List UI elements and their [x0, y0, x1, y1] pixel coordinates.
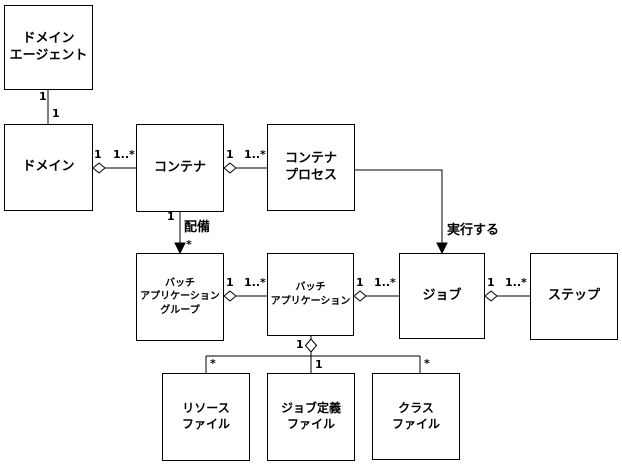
edge-execute: [355, 169, 443, 244]
class-label: アプリケーション: [140, 291, 220, 303]
multiplicity-label: 1..*: [244, 276, 266, 289]
multiplicity-label: *: [186, 238, 192, 251]
class-box-job-def-file: ジョブ定義 ファイル: [267, 373, 355, 461]
class-label: バッチ: [295, 282, 326, 293]
class-label: バッチ: [165, 277, 195, 289]
class-box-container-process: コンテナ プロセス: [267, 124, 355, 211]
aggregation-diamond-icon: [223, 162, 237, 174]
multiplicity-label: 1..*: [113, 148, 135, 161]
arrowhead-icon: [174, 242, 186, 255]
class-box-domain-agent: ドメイン エージェント: [4, 5, 93, 90]
multiplicity-label: *: [424, 357, 430, 370]
multiplicity-label: 1..*: [244, 148, 266, 161]
class-label: アプリケーション: [270, 295, 351, 307]
association-name-label: 実行する: [447, 223, 500, 238]
class-label: コンテナ: [284, 150, 337, 166]
association-name-label: 配備: [184, 220, 211, 235]
class-label: ファイル: [286, 417, 335, 431]
class-label: リソース: [182, 401, 230, 416]
class-box-batch-app: バッチ アプリケーション: [267, 253, 354, 336]
multiplicity-label: 1..*: [505, 276, 527, 289]
class-box-domain: ドメイン: [4, 124, 93, 211]
multiplicity-label: 1: [487, 276, 495, 289]
class-label: ファイル: [181, 417, 230, 431]
aggregation-diamond-icon: [223, 290, 237, 302]
class-label: クラス: [398, 400, 434, 415]
class-label: ジョブ定義: [280, 401, 341, 416]
multiplicity-label: *: [210, 357, 216, 370]
multiplicity-label: 1: [226, 276, 234, 289]
class-box-class-file: クラス ファイル: [372, 373, 460, 460]
class-label: コンテナ: [153, 159, 206, 175]
class-box-step: ステップ: [530, 253, 618, 340]
aggregation-diamond-icon: [484, 290, 498, 302]
arrowhead-icon: [436, 242, 448, 255]
class-label: ドメイン: [22, 159, 75, 175]
aggregation-diamond-icon: [304, 338, 318, 353]
multiplicity-label: 1: [226, 148, 234, 161]
class-label: プロセス: [284, 167, 337, 183]
class-label: ファイル: [391, 416, 440, 431]
class-box-container: コンテナ: [136, 124, 224, 212]
class-label: グループ: [160, 304, 200, 316]
class-label: ステップ: [547, 288, 600, 304]
class-label: ジョブ: [422, 287, 462, 303]
class-box-resource-file: リソース ファイル: [162, 373, 250, 461]
multiplicity-label: 1: [94, 148, 102, 161]
multiplicity-label: 1: [52, 107, 60, 120]
multiplicity-label: 1: [315, 358, 323, 371]
multiplicity-label: 1..*: [374, 276, 396, 289]
aggregation-diamond-icon: [353, 290, 367, 302]
aggregation-diamond-icon: [92, 162, 106, 174]
multiplicity-label: 1: [167, 210, 175, 223]
class-label: ドメイン: [22, 30, 75, 46]
class-label: エージェント: [9, 47, 88, 63]
multiplicity-label: 1: [39, 90, 47, 103]
class-box-job: ジョブ: [399, 253, 485, 339]
class-box-batch-app-group: バッチ アプリケーション グループ: [136, 253, 224, 341]
multiplicity-label: 1: [296, 338, 304, 351]
multiplicity-label: 1: [356, 276, 364, 289]
